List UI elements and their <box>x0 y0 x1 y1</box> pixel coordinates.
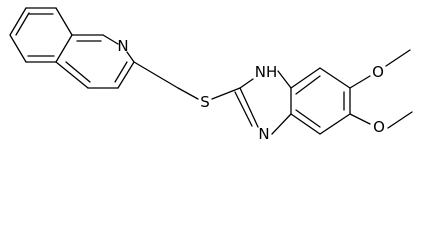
atom-label-sulfur: S <box>200 93 210 111</box>
atom-label-imidazole-nh: NH <box>255 63 278 81</box>
bond <box>349 113 371 125</box>
bond <box>55 7 73 36</box>
structure-canvas: N S NH N O O <box>9 7 413 143</box>
bond <box>177 87 199 100</box>
atom-label-oxygen-bottom: O <box>373 118 385 136</box>
bond <box>271 113 292 135</box>
bond <box>102 34 119 45</box>
bond <box>319 113 351 135</box>
quinoline-pyridine-ring <box>55 34 135 89</box>
bond <box>290 113 321 135</box>
bond <box>126 51 135 63</box>
bond <box>9 34 27 63</box>
methoxy-groups <box>349 49 413 129</box>
atom-labels: N S NH N O O <box>117 37 385 143</box>
bond <box>319 67 351 89</box>
bond <box>239 87 259 128</box>
double-bond-inner <box>295 75 321 95</box>
bond <box>9 7 27 36</box>
double-bond-inner <box>234 91 253 127</box>
atom-label-oxygen-top: O <box>372 63 384 81</box>
bond <box>211 87 241 100</box>
bond <box>349 75 371 89</box>
bond <box>277 70 292 89</box>
bond <box>55 34 73 63</box>
methylene-thioether-linker <box>133 61 241 100</box>
bond <box>239 78 254 89</box>
double-bond-inner <box>114 61 128 83</box>
bond <box>55 61 89 89</box>
bond <box>117 61 135 89</box>
bond <box>133 61 179 89</box>
bond <box>387 111 413 129</box>
bond <box>385 49 411 67</box>
quinoline-benzo-ring <box>9 7 73 63</box>
molecule-diagram: N S NH N O O <box>9 7 413 143</box>
double-bond-inner <box>15 12 30 36</box>
double-bond-inner <box>295 109 321 128</box>
imidazole-ring <box>234 70 292 135</box>
double-bond-inner <box>65 61 91 83</box>
benzimidazole-benzo-ring <box>290 67 351 135</box>
atom-label-imidazole-n: N <box>258 125 269 143</box>
bond <box>290 67 321 89</box>
atom-label-quinoline-n: N <box>117 37 128 55</box>
